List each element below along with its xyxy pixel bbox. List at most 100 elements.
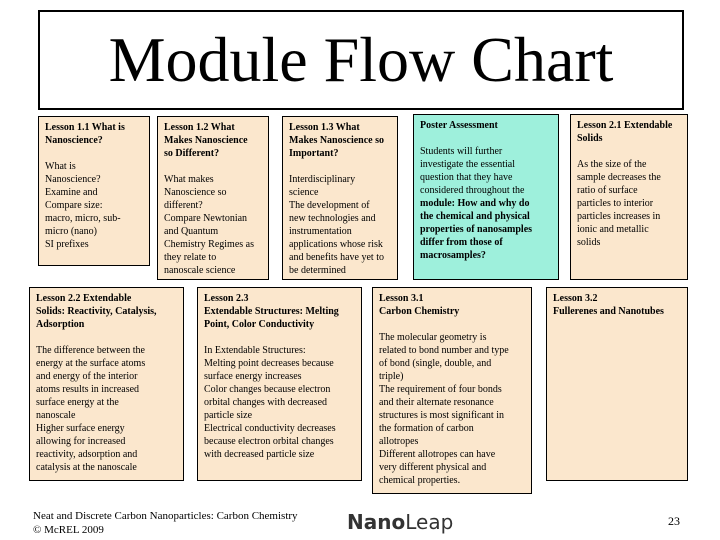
card-text: Nanoscience? xyxy=(45,174,101,185)
card-text: and energy of the interior xyxy=(36,371,138,382)
card-text: sample decreases the xyxy=(577,172,661,183)
card-text: Students will further xyxy=(420,146,503,157)
card-text: chemical properties. xyxy=(379,475,461,486)
card-poster-assessment: Poster Assessment Students will further … xyxy=(413,114,559,280)
card-text: The requirement of four bonds xyxy=(379,384,502,395)
card-text: macrosamples? xyxy=(420,250,486,261)
card-text: What is xyxy=(45,161,76,172)
card-text: structures is most significant in xyxy=(379,410,504,421)
card-text: with decreased particle size xyxy=(204,449,315,460)
card-text: allowing for increased xyxy=(36,436,126,447)
card-text: Nanoscience so xyxy=(164,187,227,198)
card-heading: Lesson 2.2 Extendable xyxy=(36,293,132,304)
card-text: Higher surface energy xyxy=(36,423,125,434)
card-heading: Extendable Structures: Melting xyxy=(204,306,339,317)
card-heading: Lesson 2.1 Extendable xyxy=(577,120,673,131)
card-text: particle size xyxy=(204,410,253,421)
card-text: As the size of the xyxy=(577,159,647,170)
card-text: different? xyxy=(164,200,203,211)
card-heading: Lesson 1.3 What xyxy=(289,122,360,133)
card-text: and Quantum xyxy=(164,226,219,237)
card-heading: Adsorption xyxy=(36,319,85,330)
card-text: the chemical and physical xyxy=(420,211,530,222)
card-text: ratio of surface xyxy=(577,185,638,196)
card-text: nanoscale science xyxy=(164,265,236,276)
page-title: Module Flow Chart xyxy=(108,24,614,95)
card-text: nanoscale xyxy=(36,410,76,421)
card-text: solids xyxy=(577,237,601,248)
card-heading: Nanoscience? xyxy=(45,135,103,146)
card-text: catalysis at the nanoscale xyxy=(36,462,137,473)
card-text: Electrical conductivity decreases xyxy=(204,423,336,434)
card-text: Melting point decreases because xyxy=(204,358,334,369)
card-heading: Makes Nanoscience xyxy=(164,135,248,146)
card-text: investigate the essential xyxy=(420,159,515,170)
card-text: Compare size: xyxy=(45,200,103,211)
card-text: because electron orbital changes xyxy=(204,436,334,447)
card-text: considered throughout the xyxy=(420,185,525,196)
card-text: of bond (single, double, and xyxy=(379,358,492,369)
card-heading: Solids: Reactivity, Catalysis, xyxy=(36,306,157,317)
card-lesson-1-1: Lesson 1.1 What is Nanoscience? What is … xyxy=(38,116,150,266)
card-text: applications whose risk xyxy=(289,239,383,250)
card-text: reactivity, adsorption and xyxy=(36,449,138,460)
footer-copyright: © McREL 2009 xyxy=(33,524,104,536)
card-text: they relate to xyxy=(164,252,217,263)
card-heading: Solids xyxy=(577,133,603,144)
card-text: Color changes because electron xyxy=(204,384,331,395)
card-heading: Lesson 1.1 What is xyxy=(45,122,125,133)
card-text: micro (nano) xyxy=(45,226,97,237)
footer-module-name: Neat and Discrete Carbon Nanoparticles: … xyxy=(33,510,298,522)
nanoleap-logo: NanoLeap xyxy=(347,510,453,534)
card-heading: Makes Nanoscience so xyxy=(289,135,384,146)
card-text: and their alternate resonance xyxy=(379,397,494,408)
card-text: question that they have xyxy=(420,172,513,183)
card-text: the formation of carbon xyxy=(379,423,474,434)
card-lesson-1-2: Lesson 1.2 What Makes Nanoscience so Dif… xyxy=(157,116,269,280)
card-text: particles increases in xyxy=(577,211,661,222)
card-text: instrumentation xyxy=(289,226,352,237)
card-heading: Lesson 3.2 xyxy=(553,293,598,304)
card-text: macro, micro, sub- xyxy=(45,213,121,224)
card-text: ionic and metallic xyxy=(577,224,649,235)
card-text: In Extendable Structures: xyxy=(204,345,306,356)
card-text: related to bond number and type xyxy=(379,345,509,356)
card-lesson-2-2: Lesson 2.2 Extendable Solids: Reactivity… xyxy=(29,287,184,481)
card-text: be determined xyxy=(289,265,346,276)
card-text: Chemistry Regimes as xyxy=(164,239,254,250)
card-text: module: How and why do xyxy=(420,198,530,209)
card-lesson-3-1: Lesson 3.1 Carbon Chemistry The molecula… xyxy=(372,287,532,494)
card-text: The difference between the xyxy=(36,345,145,356)
card-text: allotropes xyxy=(379,436,419,447)
card-heading: Lesson 2.3 xyxy=(204,293,249,304)
card-text: and benefits have yet to xyxy=(289,252,384,263)
card-lesson-2-3: Lesson 2.3 Extendable Structures: Meltin… xyxy=(197,287,362,481)
card-text: energy at the surface atoms xyxy=(36,358,146,369)
card-text: Examine and xyxy=(45,187,98,198)
card-text: very different physical and xyxy=(379,462,487,473)
logo-text-leap: Leap xyxy=(405,510,454,534)
card-text: orbital changes with decreased xyxy=(204,397,328,408)
card-text: Compare Newtonian xyxy=(164,213,248,224)
card-text: science xyxy=(289,187,319,198)
card-text: properties of nanosamples xyxy=(420,224,533,235)
card-text: Different allotropes can have xyxy=(379,449,496,460)
card-text: atoms results in increased xyxy=(36,384,140,395)
card-lesson-1-3: Lesson 1.3 What Makes Nanoscience so Imp… xyxy=(282,116,398,280)
card-text: surface energy increases xyxy=(204,371,302,382)
card-heading: so Different? xyxy=(164,148,220,159)
card-heading: Lesson 1.2 What xyxy=(164,122,235,133)
card-text: The molecular geometry is xyxy=(379,332,487,343)
logo-text-nano: Nano xyxy=(347,510,406,534)
card-heading: Carbon Chemistry xyxy=(379,306,460,317)
card-heading: Point, Color Conductivity xyxy=(204,319,315,330)
card-text: new technologies and xyxy=(289,213,376,224)
card-text: What makes xyxy=(164,174,214,185)
card-text: triple) xyxy=(379,371,404,382)
card-heading: Fullerenes and Nanotubes xyxy=(553,306,664,317)
card-text: particles to interior xyxy=(577,198,654,209)
card-heading: Poster Assessment xyxy=(420,120,498,131)
card-text: The development of xyxy=(289,200,370,211)
card-text: differ from those of xyxy=(420,237,503,248)
card-heading: Important? xyxy=(289,148,339,159)
